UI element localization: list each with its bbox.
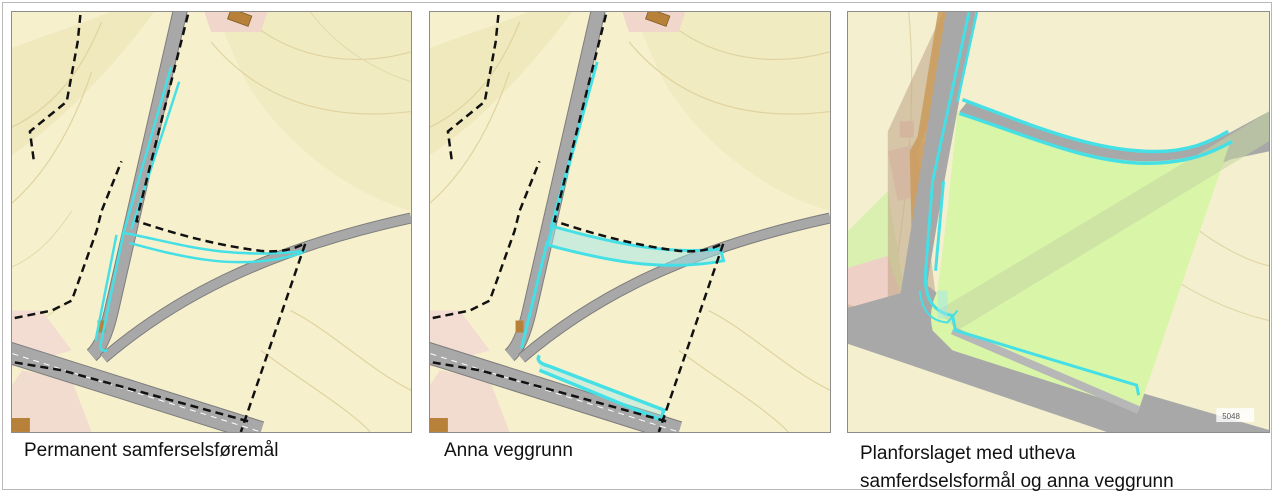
terrain-area [633,12,830,212]
road-centerline [430,352,679,432]
road-diagonal [100,213,411,362]
plan-boundary-line [12,160,123,320]
contour-lines [12,12,411,432]
highlighted-road-outline [94,66,306,352]
road-diagonal [518,213,830,362]
caption-plan-proposal-line1: Planforslaget med utheva [860,443,1076,464]
residential-area [12,370,92,432]
terrain-area [430,12,573,156]
plan-boundary-line [430,360,670,424]
building-icon [430,418,448,432]
map-panel-permanent-transport [11,11,412,433]
plan-boundary-line [12,360,252,424]
caption-permanent-transport: Permanent samferselsføremål [24,440,279,461]
terrain-area [12,12,155,156]
map-svg-3: 5048 [848,12,1269,432]
building-icon [227,12,253,27]
highlighted-road-outline [923,12,1141,396]
highlighted-road-outline [536,354,666,423]
caption-plan-proposal-line2: samferdselsformål og anna veggrunn [860,471,1174,492]
road-vertical [897,12,976,331]
caption-plan-proposal: Planforslaget med utheva samferdselsform… [860,440,1270,496]
highlighted-road-outline [956,12,979,102]
map-label: 5048 [1222,412,1240,421]
highlighted-road-outline [520,240,549,349]
map-svg-1 [12,12,411,432]
road-centerline [12,352,261,432]
plan-boundary-line [446,12,500,162]
plan-boundary-line [552,12,726,432]
highlighted-road-outline [958,97,1234,166]
road-vertical [87,12,187,361]
map-panel-other-road-ground [429,11,831,433]
building-icon [97,320,106,333]
road-diagonal [937,111,1269,331]
map-panel-plan-proposal: 5048 [847,11,1270,433]
building-icon [12,418,30,432]
building-icon [515,320,524,333]
residential-area [430,370,510,432]
figure-frame [2,2,1272,490]
contour-lines [430,12,830,432]
road-shoulder [950,326,1141,414]
plan-boundary-line [28,12,82,162]
plan-boundary-line [134,12,308,432]
map-svg-2 [430,12,830,432]
building-icon [645,12,671,27]
highlighted-road-outline [918,290,959,324]
caption-other-road-ground: Anna veggrunn [444,440,573,461]
map-label-box [1216,408,1255,423]
highlighted-road-outline [937,290,948,319]
plan-boundary-line [430,160,541,320]
highlighted-road-outline [545,61,726,267]
terrain-area [215,12,411,212]
